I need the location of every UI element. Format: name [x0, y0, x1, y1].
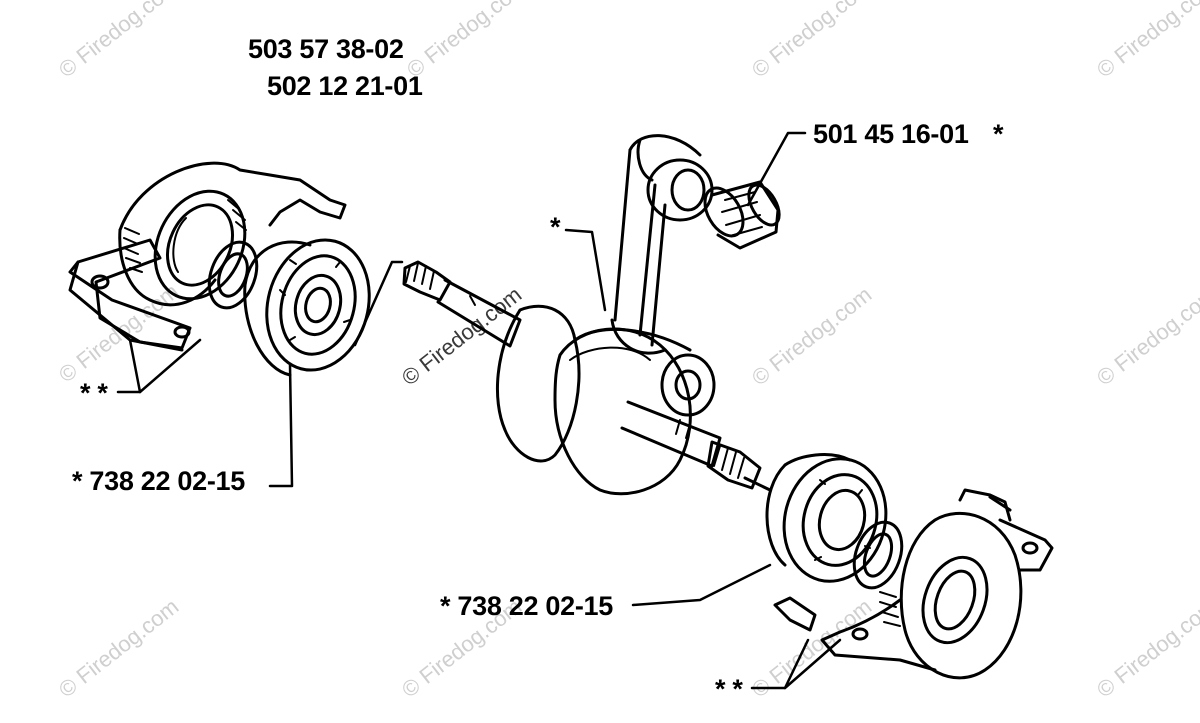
part-number-label: 503 57 38-02	[248, 34, 404, 64]
right-housing-stars: * *	[715, 674, 743, 704]
needle-bearing-star: *	[993, 119, 1004, 149]
connecting-rod	[610, 134, 714, 355]
right-ball-bearing	[765, 453, 888, 583]
needle-bearing-label: 501 45 16-01	[813, 119, 969, 149]
left-housing-stars: * *	[80, 378, 108, 408]
right-bearing-label: * 738 22 02-15	[440, 591, 613, 621]
left-seal-ring	[207, 240, 259, 310]
crankshaft	[402, 260, 772, 496]
left-crankcase-housing	[68, 161, 347, 352]
right-seal-ring	[852, 520, 904, 590]
needle-bearing	[703, 180, 781, 250]
connecting-rod-star: *	[550, 212, 561, 242]
right-crankcase-housing	[773, 488, 1054, 680]
left-bearing-label: * 738 22 02-15	[72, 466, 245, 496]
leader-lines	[116, 131, 842, 690]
left-ball-bearing	[243, 238, 371, 377]
part-number-label: 502 12 21-01	[267, 71, 423, 101]
